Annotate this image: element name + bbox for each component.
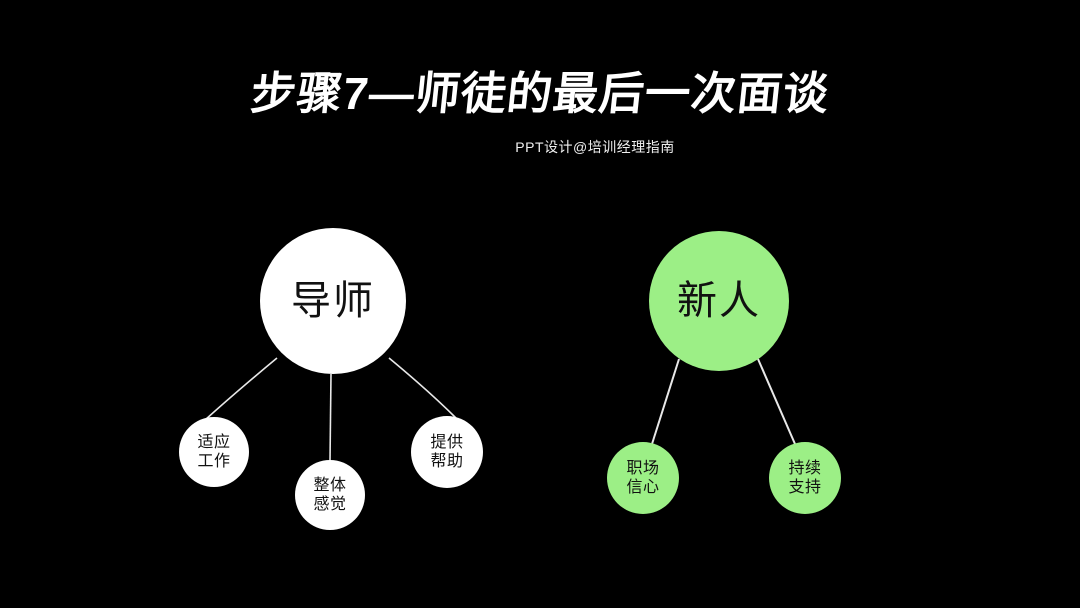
node-label: 提供 帮助 (430, 434, 464, 470)
page-title: 步骤7—师徒的最后一次面谈 (248, 68, 832, 119)
node-label: 整体 感觉 (313, 477, 347, 513)
connector-mentor-feeling (329, 373, 332, 462)
node-mentor-child-adapt[interactable]: 适应 工作 (179, 417, 249, 487)
node-newcomer-child-support[interactable]: 持续 支持 (769, 442, 841, 514)
title-block: 步骤7—师徒的最后一次面谈 (0, 66, 1080, 122)
node-label: 导师 (291, 279, 375, 323)
subtitle-row: PPT设计@培训经理指南 (0, 138, 1080, 157)
node-label: 新人 (677, 279, 761, 323)
node-newcomer-child-confidence[interactable]: 职场 信心 (607, 442, 679, 514)
node-mentor-root[interactable]: 导师 (260, 228, 406, 374)
node-mentor-child-feeling[interactable]: 整体 感觉 (295, 460, 365, 530)
connector-newcomer-support (757, 358, 796, 445)
connector-lines (204, 357, 796, 462)
connector-mentor-adapt (204, 357, 278, 421)
node-label: 适应 工作 (197, 434, 231, 470)
node-newcomer-root[interactable]: 新人 (649, 231, 789, 371)
slide-subtitle: PPT设计@培训经理指南 (515, 139, 675, 155)
node-mentor-child-help[interactable]: 提供 帮助 (411, 416, 483, 488)
connector-mentor-help (388, 357, 458, 420)
connector-newcomer-confidence (651, 358, 680, 445)
node-label: 持续 支持 (788, 460, 822, 496)
node-label: 职场 信心 (626, 460, 660, 496)
